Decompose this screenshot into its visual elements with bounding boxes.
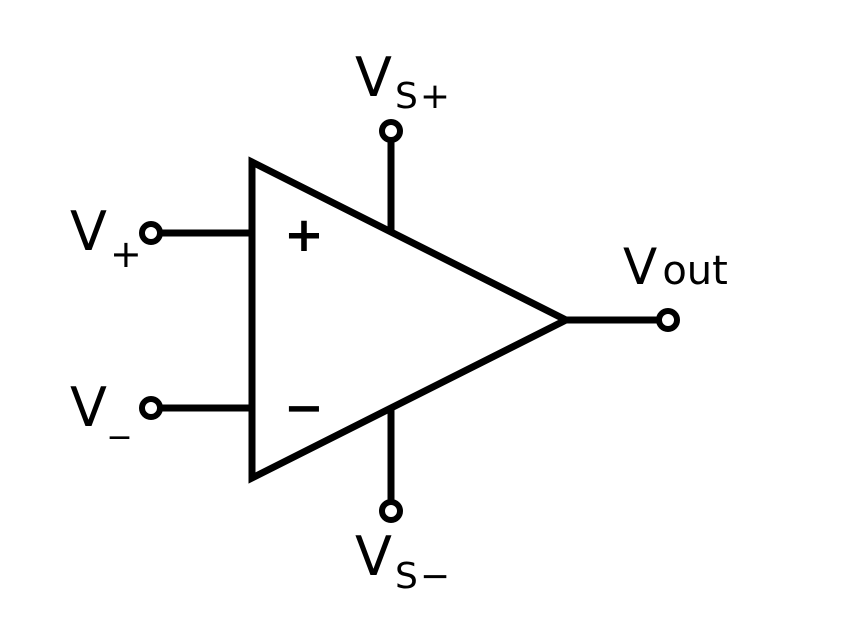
non-inverting-input-label-base: V — [70, 200, 107, 263]
output-label-subscript: out — [662, 248, 728, 294]
positive-supply-label-subscript: S+ — [395, 76, 452, 117]
negative-supply-terminal — [379, 499, 403, 523]
non-inverting-input-label: V + — [70, 200, 142, 276]
non-inverting-input-label-subscript: + — [110, 232, 142, 276]
negative-supply-label: V S− — [355, 525, 452, 597]
negative-supply-label-subscript: S− — [395, 556, 452, 597]
positive-supply-terminal — [379, 119, 403, 143]
output-label: V out — [623, 238, 728, 296]
inverting-sign: − — [284, 380, 324, 436]
output-terminal — [656, 308, 680, 332]
inverting-input-label: V _ — [70, 376, 130, 439]
non-inverting-sign: + — [284, 207, 324, 263]
output-label-base: V — [623, 238, 657, 296]
inverting-input-label-base: V — [70, 376, 107, 439]
non-inverting-input-terminal — [139, 221, 163, 245]
inverting-input-terminal — [139, 396, 163, 420]
op-amp-triangle — [248, 156, 574, 484]
positive-supply-label-base: V — [355, 46, 392, 109]
positive-supply-label: V S+ — [355, 46, 452, 117]
negative-supply-label-base: V — [355, 525, 392, 588]
inverting-input-label-subscript: _ — [109, 395, 130, 439]
